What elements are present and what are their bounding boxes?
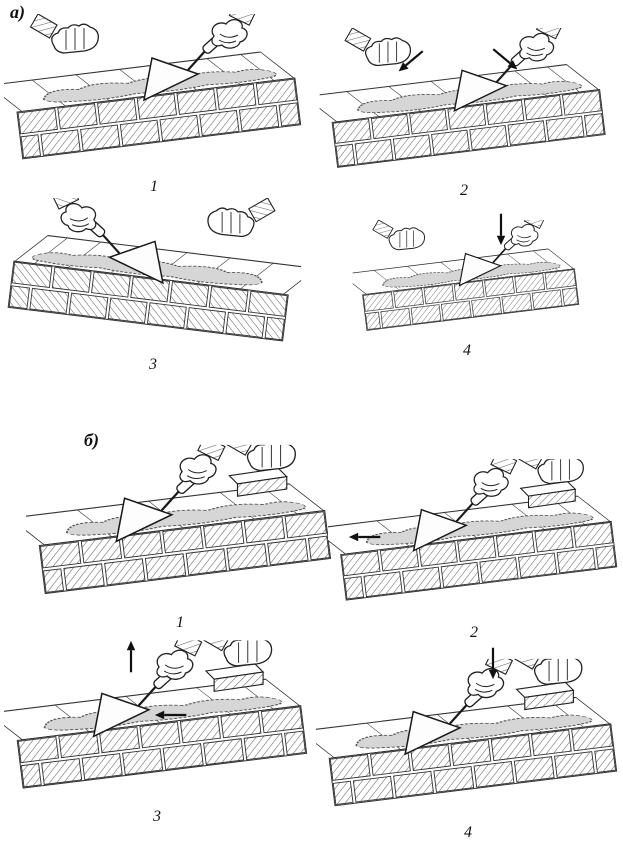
bricklaying-illustration — [316, 656, 620, 824]
step-number: 1 — [150, 178, 158, 195]
bricklaying-illustration — [26, 440, 334, 614]
step-number: 2 — [470, 624, 478, 641]
step-panel-a3: 3 — [2, 198, 304, 374]
step-panel-a4: 4 — [316, 220, 618, 360]
step-number: 2 — [460, 182, 468, 199]
step-panel-a2: 2 — [310, 28, 618, 200]
bricklaying-illustration — [310, 28, 618, 182]
step-number: 4 — [463, 342, 471, 359]
step-panel-b3: 3 — [4, 636, 310, 826]
step-number: 3 — [149, 356, 157, 373]
bricklaying-illustration — [2, 198, 304, 356]
bricklaying-illustration — [316, 220, 618, 342]
step-panel-b4: 4 — [316, 656, 620, 842]
step-panel-b1: 1 — [26, 440, 334, 632]
step-number: 1 — [176, 614, 184, 631]
bricklaying-illustration — [4, 10, 304, 178]
step-number: 3 — [153, 808, 161, 825]
bricklaying-illustration — [4, 636, 310, 808]
bricklaying-illustration — [328, 450, 620, 624]
section-label-a: а) — [10, 2, 25, 22]
step-panel-a1: 1 — [4, 10, 304, 196]
section-label-b: б) — [84, 430, 99, 450]
step-number: 4 — [464, 824, 472, 841]
step-panel-b2: 2 — [328, 450, 620, 642]
